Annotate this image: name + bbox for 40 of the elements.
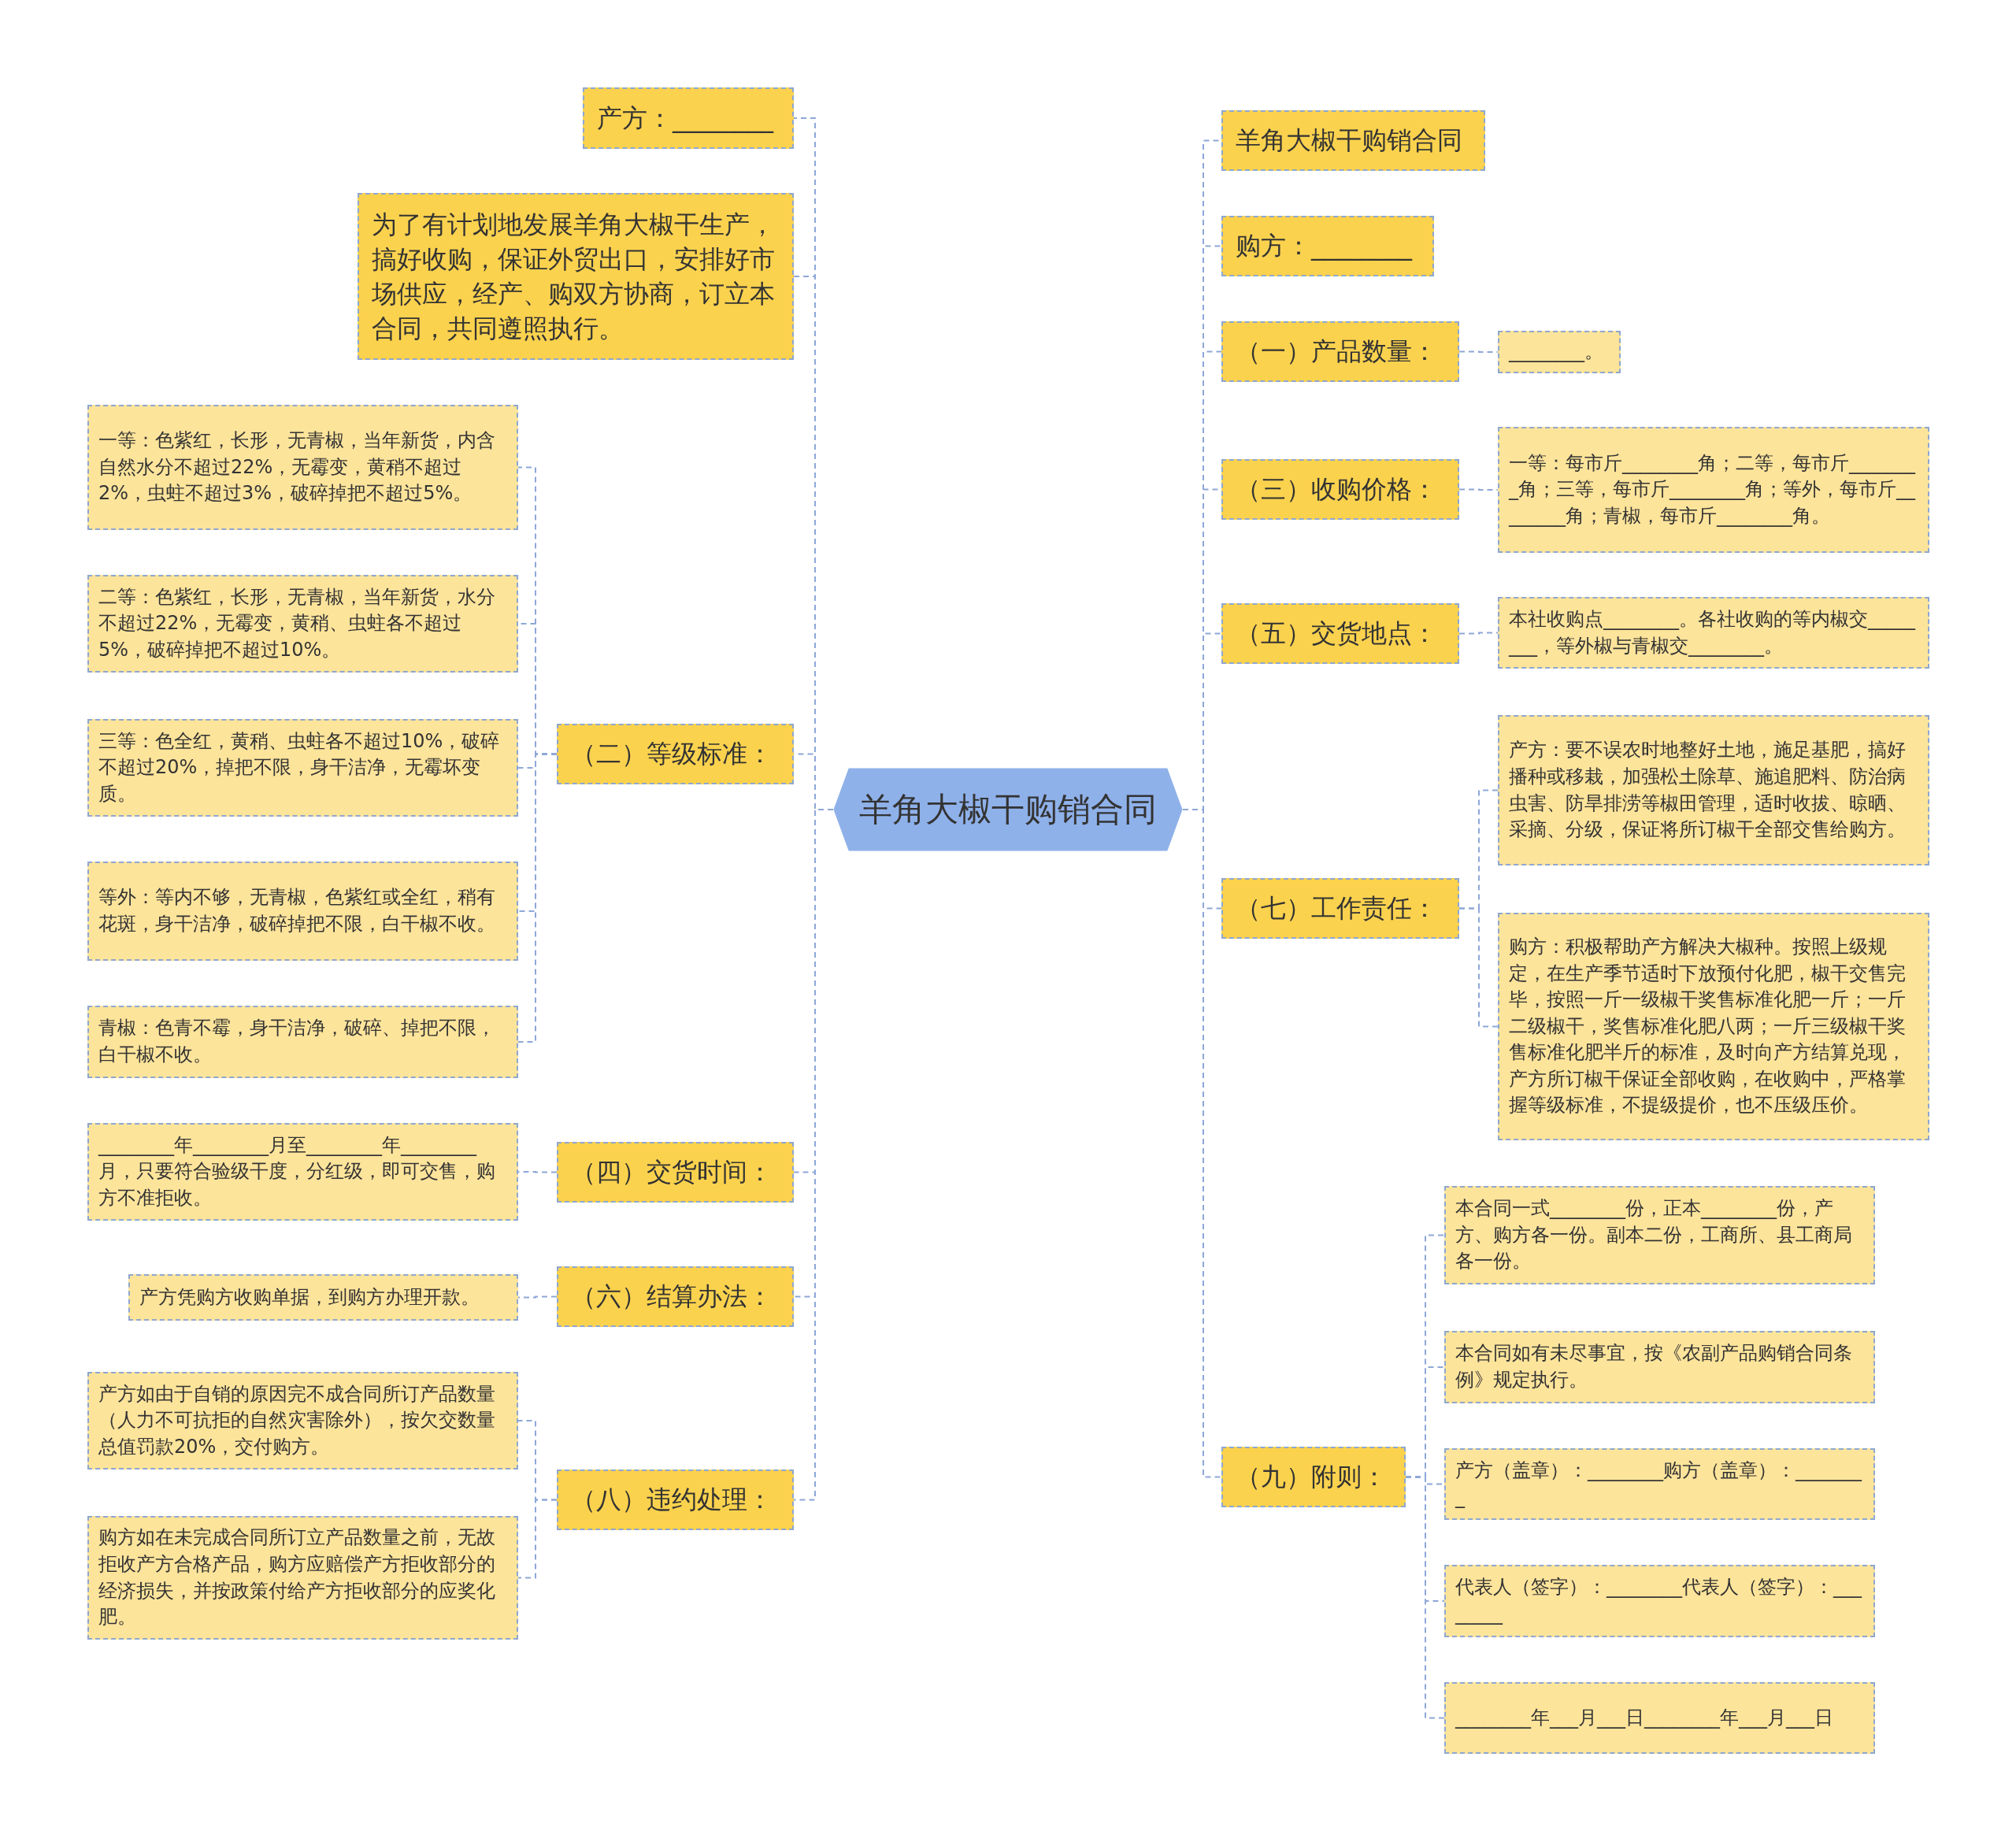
topic-box: （五）交货地点： (1221, 603, 1459, 664)
topic-box: 羊角大椒干购销合同 (1221, 110, 1485, 171)
topic-box: 产方：________ (583, 87, 794, 149)
detail-box: 本社收购点________。各社收购的等内椒交________，等外椒与青椒交________。 (1498, 597, 1929, 669)
detail-box: 购方：积极帮助产方解决大椒种。按照上级规定，在生产季节适时下放预付化肥，椒干交售完毕，按照一斤一级椒干奖售标准化肥一斤；一斤二级椒干，奖售标准化肥八两；一斤三级椒干奖售标准化肥半斤的标准，及时向产方结算兑现，产方所订椒干保证全部收购，在收购中，严格掌握等级标准，不提级提价，也不压级压价。 (1498, 913, 1929, 1140)
topic-box: （四）交货时间： (557, 1142, 794, 1203)
detail-box: 二等：色紫红，长形，无青椒，当年新货，水分不超过22%，无霉变，黄稍、虫蛀各不超过5%，破碎掉把不超过10%。 (87, 575, 518, 673)
topic-box: 购方：________ (1221, 216, 1434, 276)
detail-box: 产方如由于自销的原因完不成合同所订产品数量（人力不可抗拒的自然灾害除外），按欠交数量总值罚款20%，交付购方。 (87, 1372, 518, 1470)
detail-box: 产方：要不误农时地整好土地，施足基肥，搞好播种或移栽，加强松土除草、施追肥料、防治病虫害、防旱排涝等椒田管理，适时收拔、晾晒、采摘、分级，保证将所订椒干全部交售给购方。 (1498, 715, 1929, 865)
detail-box: 等外：等内不够，无青椒，色紫红或全红，稍有花斑，身干洁净，破碎掉把不限，白干椒不收。 (87, 862, 518, 961)
detail-box: 代表人（签字）：________代表人（签字）：________ (1444, 1565, 1875, 1637)
detail-box: 本合同如有未尽事宜，按《农副产品购销合同条例》规定执行。 (1444, 1331, 1875, 1403)
topic-box: （八）违约处理： (557, 1470, 794, 1530)
topic-box: 为了有计划地发展羊角大椒干生产，搞好收购，保证外贸出口，安排好市场供应，经产、购双方协商，订立本合同，共同遵照执行。 (358, 193, 794, 360)
connector-line (517, 1499, 558, 1579)
central-topic-hexagon: 羊角大椒干购销合同 (833, 768, 1183, 851)
topic-box: （三）收购价格： (1221, 459, 1459, 520)
topic-box: （一）产品数量： (1221, 321, 1459, 382)
connector-line (1458, 632, 1499, 635)
topic-box: （二）等级标准： (557, 724, 794, 784)
detail-box: 本合同一式________份，正本________份，产方、购方各一份。副本二份，工商所、县工商局各一份。 (1444, 1186, 1875, 1284)
topic-box: （九）附则： (1221, 1447, 1406, 1507)
detail-box: 产方（盖章）：________购方（盖章）：________ (1444, 1448, 1875, 1520)
detail-box: 产方凭购方收购单据，到购方办理开款。 (128, 1274, 518, 1321)
connector-line (1458, 907, 1499, 1028)
connector-line (517, 1295, 558, 1299)
connector-line (1458, 350, 1499, 353)
connector-line (1458, 488, 1499, 491)
topic-box: （六）结算办法： (557, 1266, 794, 1327)
detail-box: 购方如在未完成合同所订立产品数量之前，无故拒收产方合格产品，购方应赔偿产方拒收部分的经济损失，并按政策付给产方拒收部分的应奖化肥。 (87, 1516, 518, 1640)
detail-box: ________。 (1498, 331, 1621, 373)
detail-box: 一等：每市斤________角；二等，每市斤________角；三等，每市斤________角；等外，每市斤________角；青椒，每市斤________角。 (1498, 427, 1929, 553)
detail-box: 三等：色全红，黄稍、虫蛀各不超过10%，破碎不超过20%，掉把不限，身干洁净，无霉坏变质。 (87, 719, 518, 817)
detail-box: 青椒：色青不霉，身干洁净，破碎、掉把不限，白干椒不收。 (87, 1006, 518, 1078)
detail-box: ________年___月___日________年___月___日 (1444, 1682, 1875, 1754)
topic-box: （七）工作责任： (1221, 878, 1459, 939)
connector-line (1405, 1476, 1445, 1719)
detail-box: ________年________月至________年________月，只要符合验级干度，分红级，即可交售，购方不准拒收。 (87, 1123, 518, 1221)
detail-box: 一等：色紫红，长形，无青椒，当年新货，内含自然水分不超过22%，无霉变，黄稍不超过2%，虫蛀不超过3%，破碎掉把不超过5%。 (87, 405, 518, 530)
